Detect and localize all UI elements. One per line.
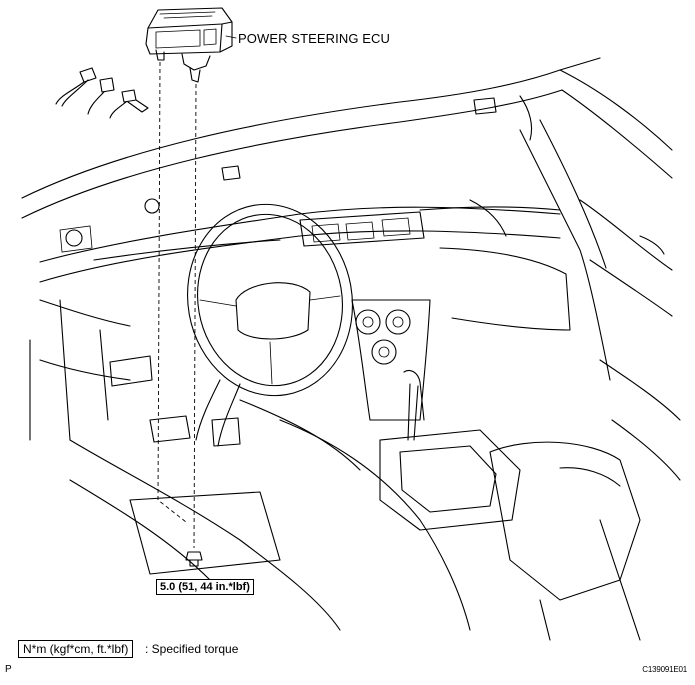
ecu-callout-label: POWER STEERING ECU <box>238 31 391 46</box>
legend-description: : Specified torque <box>145 642 239 656</box>
wire-harness-connectors <box>55 67 149 119</box>
legend-unit-box: N*m (kgf*cm, ft.*lbf) <box>18 640 134 658</box>
page-code: P <box>5 664 12 675</box>
ecu-leader-line <box>225 35 237 39</box>
vehicle-interior <box>21 57 681 641</box>
torque-spec-box: 5.0 (51, 44 in.*lbf) <box>156 579 254 595</box>
figure-code: C139091E01 <box>642 665 687 674</box>
mounting-bolt <box>185 551 203 567</box>
power-steering-ecu <box>145 7 233 83</box>
alignment-lines <box>157 61 197 549</box>
